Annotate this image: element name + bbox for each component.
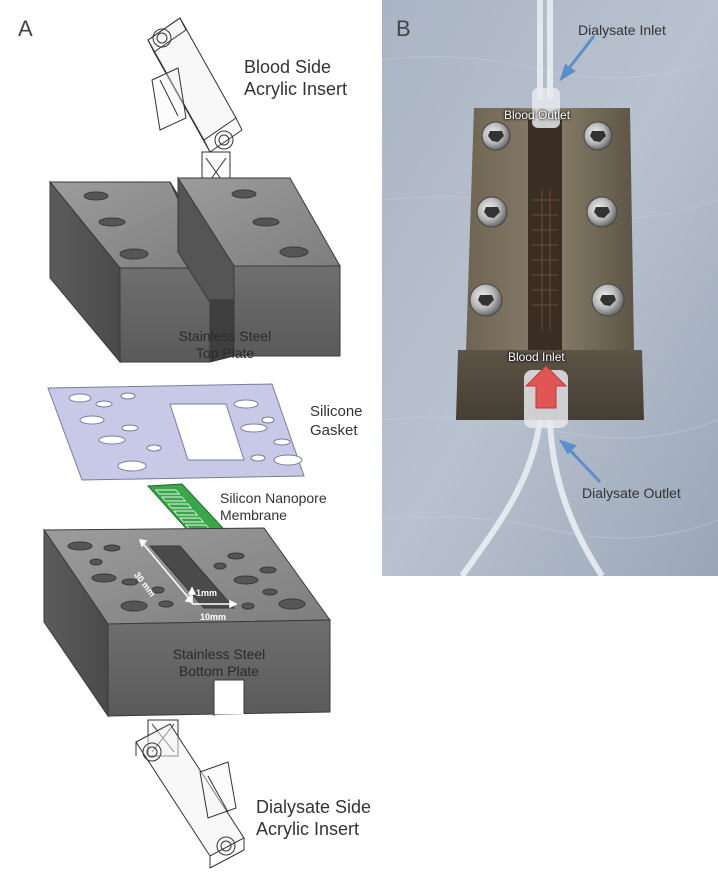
dialysate-side-acrylic-insert [135, 719, 245, 869]
top-plate-label-line1: Stainless Steel [178, 328, 272, 344]
dialysate-arrows [558, 35, 602, 484]
dimension-height-label: 1mm [196, 588, 218, 598]
panel-a-label: A [18, 16, 33, 41]
device-photo-illustration [382, 0, 718, 576]
silicone-gasket [47, 383, 305, 481]
top-plate-label-line2: Top Plate [195, 345, 255, 361]
bottom-plate-label-line2: Bottom Plate [178, 663, 260, 679]
dialysate-insert-label-line2: Acrylic Insert [256, 819, 360, 839]
blood-inlet-label: Blood Inlet [508, 350, 565, 364]
bottom-plate-label: Stainless Steel Bottom Plate [154, 646, 284, 680]
dialysate-insert-label-line1: Dialysate Side [256, 797, 372, 817]
blood-outlet-label: Blood Outlet [504, 108, 571, 122]
dialysate-outlet-label: Dialysate Outlet [582, 485, 681, 501]
membrane-label-line2: Membrane [220, 507, 287, 523]
dimension-width-label: 10mm [200, 612, 227, 622]
gasket-label-line1: Silicone [310, 403, 363, 420]
panel-a-exploded-diagram: A Blood Side Acrylic Insert Stainless St… [18, 16, 371, 869]
dialysate-insert-label: Dialysate Side Acrylic Insert [256, 796, 371, 840]
blood-inlet-arrow [524, 365, 568, 409]
blood-insert-label: Blood Side Acrylic Insert [244, 56, 347, 100]
gasket-label-line2: Gasket [310, 422, 358, 439]
blood-side-acrylic-insert [147, 17, 243, 189]
membrane-label: Silicon Nanopore Membrane [220, 490, 327, 524]
stainless-steel-bottom-plate [43, 527, 331, 718]
bottom-plate-label-line1: Stainless Steel [172, 646, 266, 662]
exploded-view-drawing [43, 17, 341, 869]
panel-b-label: B [396, 16, 411, 41]
panel-b-device-photo: B Dialysate Inlet Blood Outlet Blood Inl… [382, 0, 718, 576]
gasket-label: Silicone Gasket [310, 402, 363, 440]
top-plate-label: Stainless Steel Top Plate [160, 328, 290, 362]
stainless-steel-top-plate [48, 176, 341, 364]
blood-insert-label-line2: Acrylic Insert [244, 79, 348, 99]
dialysate-inlet-label: Dialysate Inlet [578, 22, 666, 38]
blood-insert-label-line1: Blood Side [244, 57, 332, 77]
membrane-label-line1: Silicon Nanopore [220, 490, 327, 506]
